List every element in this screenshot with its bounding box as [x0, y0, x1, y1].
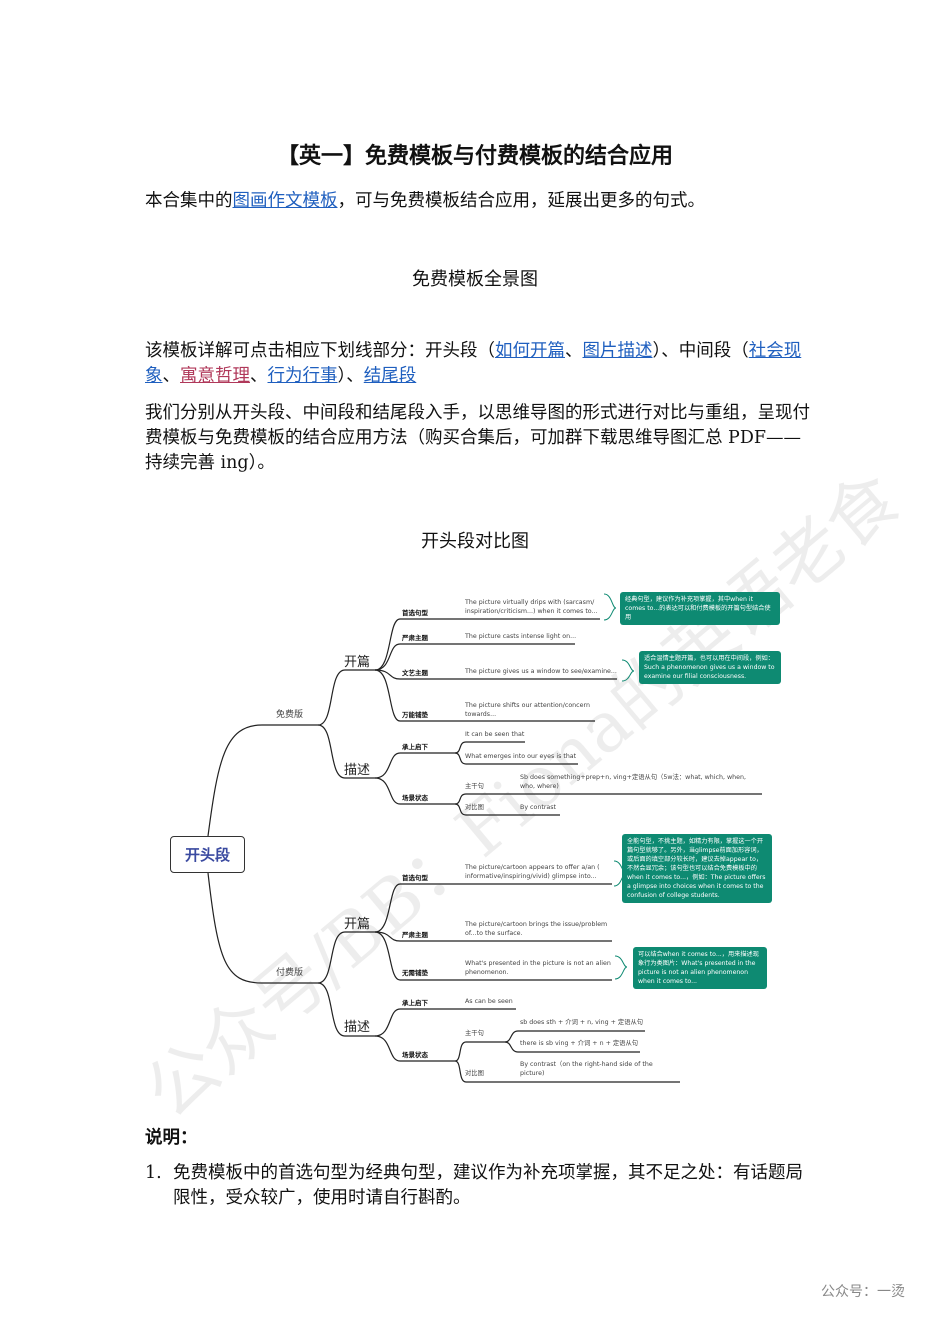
text: 、 [162, 366, 181, 386]
section-heading-comparison: 开头段对比图 [421, 531, 529, 552]
section-heading-overview: 免费模板全景图 [412, 269, 538, 290]
sentence: It can be seen that [465, 731, 525, 738]
node-opening: 开篇 [344, 917, 371, 932]
leaf: 承上启下 [402, 999, 428, 1007]
sentence: The picture virtually drips with (sarcas… [465, 599, 598, 615]
text: 本合集中的 [145, 191, 233, 211]
sentence: The picture/cartoon appears to offer a/a… [465, 864, 600, 880]
sentence: What emerges into our eyes is that [465, 753, 577, 760]
scene-main-label: 主干句 [465, 1030, 484, 1037]
root-node: 开头段 [170, 836, 245, 873]
node-describe: 描述 [344, 1020, 371, 1035]
leaf: 承上启下 [402, 743, 428, 751]
link-how-to-open[interactable]: 如何开篇 [495, 341, 565, 361]
list-text: 免费模板中的首选句型为经典句型，建议作为补充项掌握，其不足之处：有话题局限性，受… [173, 1163, 803, 1208]
text: 、 [565, 341, 583, 361]
sentence: The picture shifts our attention/concern… [465, 702, 590, 718]
leaf: 无需铺垫 [402, 969, 428, 977]
sentence: What's presented in the picture is not a… [465, 960, 611, 976]
leaf: 首选句型 [402, 874, 428, 882]
scene-contrast-label: 对比图 [465, 804, 484, 811]
link-picture-description[interactable]: 图片描述 [582, 341, 653, 361]
footer-account: 公众号：一烫 [821, 1284, 905, 1300]
sentence: Sb does something+prep+n, ving+定语从句（5w法：… [520, 774, 747, 790]
leaf: 场景状态 [402, 794, 428, 802]
text: ，可与免费模板结合应用，延展出更多的句式。 [337, 191, 706, 211]
leaf: 严肃主题 [402, 931, 428, 939]
leaf: 万能铺垫 [402, 711, 428, 719]
scene-contrast-label: 对比图 [465, 1070, 484, 1077]
sentence: The picture casts intense light on... [465, 633, 577, 640]
sentence: By contrast [520, 804, 557, 811]
leaf: 首选句型 [402, 609, 428, 617]
link-moral-philosophy[interactable]: 寓意哲理 [180, 366, 250, 386]
text: ）、中间段（ [652, 341, 749, 361]
intro-paragraph: 本合集中的图画作文模板，可与免费模板结合应用，延展出更多的句式。 [145, 189, 810, 214]
sentence: By contrast（on the right-hand side of th… [520, 1061, 653, 1077]
note-box: 全能句型，不挑主题，如精力有限，掌握这一个开篇句型就够了。另外，当glimpse… [622, 834, 772, 903]
page-title: 【英一】免费模板与付费模板的结合应用 [276, 143, 673, 169]
text: ）、 [337, 366, 364, 386]
text: 、 [250, 366, 268, 386]
node-describe: 描述 [344, 763, 371, 778]
notes-heading: 说明： [145, 1128, 198, 1148]
links-paragraph: 该模板详解可点击相应下划线部分：开头段（如何开篇、图片描述）、中间段（社会现象、… [145, 339, 810, 389]
scene-main-label: 主干句 [465, 783, 484, 790]
node-opening: 开篇 [344, 655, 371, 670]
leaf: 场景状态 [402, 1051, 428, 1059]
list-number: 1. [145, 1163, 162, 1183]
sentence: sb does sth + 介词 + n, ving + 定语从句 [520, 1019, 644, 1026]
note-box: 可以结合when it comes to...，用来描述现象行为类图片：What… [633, 947, 767, 989]
leaf: 文艺主题 [402, 669, 428, 677]
link-picture-template[interactable]: 图画作文模板 [232, 191, 338, 211]
description-paragraph: 我们分别从开头段、中间段和结尾段入手，以思维导图的形式进行对比与重组，呈现付费模… [145, 403, 810, 473]
sentence: The picture/cartoon brings the issue/pro… [465, 921, 608, 937]
note-box: 经典句型，建议作为补充项掌握，其中when it comes to...的表达可… [620, 592, 780, 625]
link-social-phenomenon[interactable]: 社会现象 [145, 341, 802, 386]
sentence: there is sb ving + 介词 + n + 定语从句 [520, 1040, 639, 1047]
link-ending[interactable]: 结尾段 [363, 366, 417, 386]
text: 该模板详解可点击相应下划线部分：开头段（ [145, 341, 495, 361]
leaf: 严肃主题 [402, 634, 428, 642]
sentence: As can be seen [465, 998, 513, 1005]
list-item: 1. 免费模板中的首选句型为经典句型，建议作为补充项掌握，其不足之处：有话题局限… [145, 1161, 815, 1211]
note-box: 适合温情主题开篇，也可以用在中间段，例如：Such a phenomenon g… [639, 651, 781, 684]
node-free-version: 免费版 [276, 710, 304, 720]
sentence: The picture gives us a window to see/exa… [465, 668, 617, 675]
link-behavior[interactable]: 行为行事 [267, 366, 338, 386]
node-paid-version: 付费版 [276, 968, 304, 978]
